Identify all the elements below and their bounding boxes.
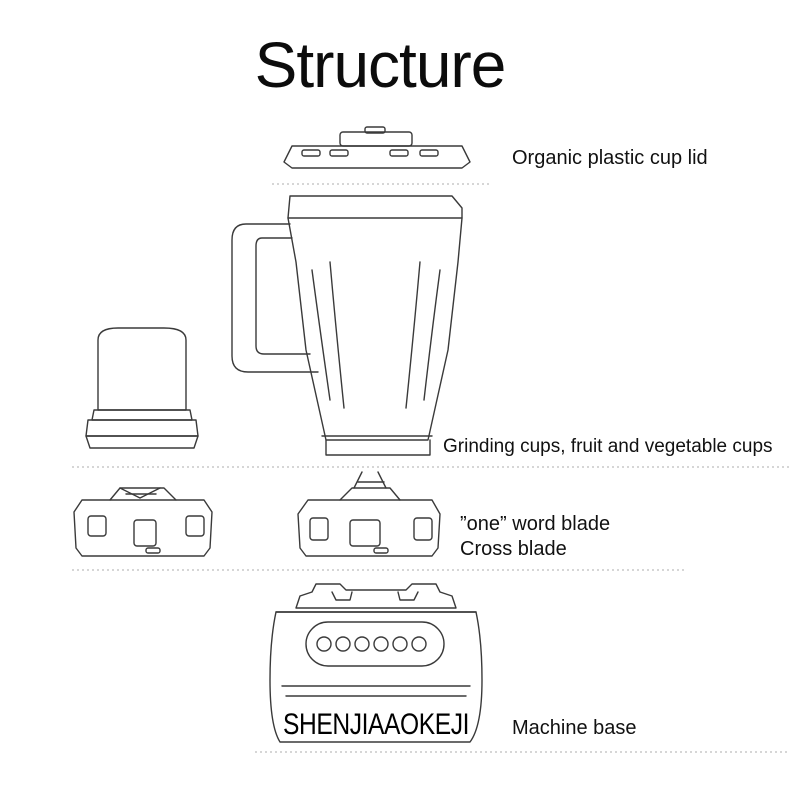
watermark: SHENJIAAOKEJI bbox=[283, 708, 470, 741]
machine-base-drawing bbox=[269, 583, 483, 743]
label-grinding-cups: Grinding cups, fruit and vegetable cups bbox=[443, 436, 773, 457]
one-word-blade-drawing bbox=[297, 471, 441, 557]
cup-lid-drawing bbox=[283, 126, 471, 169]
cross-blade-drawing bbox=[73, 487, 213, 557]
label-cup-lid: Organic plastic cup lid bbox=[512, 147, 708, 169]
label-machine-base: Machine base bbox=[512, 717, 637, 739]
grinding-cup-drawing bbox=[85, 327, 199, 449]
jug-drawing bbox=[231, 195, 463, 456]
page-title: Structure bbox=[254, 29, 507, 101]
label-cross-blade: Cross blade bbox=[460, 538, 567, 560]
label-one-word-blade: ”one” word blade bbox=[460, 513, 611, 535]
